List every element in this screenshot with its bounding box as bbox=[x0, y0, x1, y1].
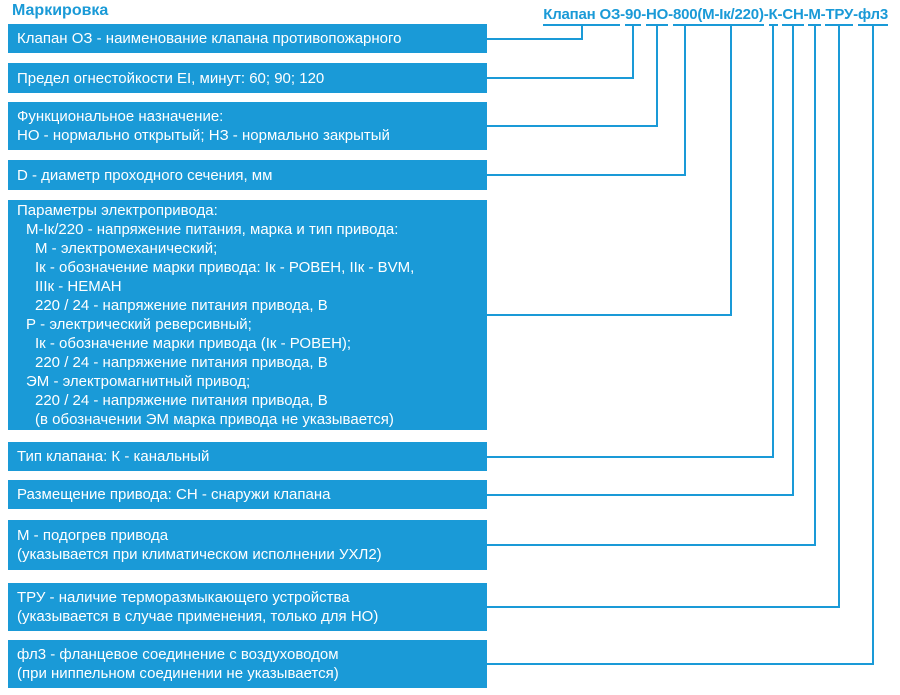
label-line: Iк - обозначение марки привода: Iк - РОВ… bbox=[35, 259, 415, 276]
label-line: IIIк - НЕМАН bbox=[35, 278, 122, 295]
label-box-valve-type: Тип клапана: К - канальный bbox=[8, 442, 487, 471]
formula-hyphen: - bbox=[620, 6, 625, 23]
label-box-actuator-parameters: Параметры электропривода: М-Iк/220 - нап… bbox=[8, 200, 487, 430]
formula-hyphen: - bbox=[803, 6, 809, 23]
formula-hyphen: - bbox=[853, 6, 858, 23]
label-line: Р - электрический реверсивный; bbox=[26, 316, 252, 333]
label-line: Iк - обозначение марки привода (Iк - РОВ… bbox=[35, 335, 352, 352]
label-line: 220 / 24 - напряжение питания привода, В bbox=[35, 354, 328, 371]
formula-segment-fire-rating: 90 bbox=[624, 6, 641, 26]
formula-hyphen: - bbox=[763, 6, 769, 23]
formula-segment-valve-type: К bbox=[768, 6, 778, 26]
label-line: ТРУ - наличие терморазмыкающего устройст… bbox=[17, 589, 350, 606]
label-line: М - электромеханический; bbox=[35, 240, 218, 257]
formula-hyphen: - bbox=[668, 6, 673, 23]
label-box-heating: М - подогрев привода (указывается при кл… bbox=[8, 520, 487, 570]
label-line: (в обозначении ЭМ марка привода не указы… bbox=[35, 411, 394, 428]
label-line: фл3 - фланцевое соединение с воздуховодо… bbox=[17, 646, 339, 663]
label-line: М-Iк/220 - напряжение питания, марка и т… bbox=[26, 221, 399, 238]
label-line: Параметры электропривода: bbox=[17, 202, 218, 219]
label-box-actuator-placement: Размещение привода: СН - снаружи клапана bbox=[8, 480, 487, 509]
label-line: Размещение привода: СН - снаружи клапана bbox=[17, 486, 331, 503]
formula-segment-flange: фл3 bbox=[857, 6, 888, 26]
formula-segment-tru: ТРУ bbox=[825, 6, 853, 26]
label-line: НО - нормально открытый; НЗ - нормально … bbox=[17, 127, 390, 144]
label-line: Функциональное назначение: bbox=[17, 108, 224, 125]
label-line: 220 / 24 - напряжение питания привода, В bbox=[35, 392, 328, 409]
formula-segment-function: НО bbox=[646, 6, 668, 26]
formula-segment-placement: СН bbox=[782, 6, 804, 26]
formula-segment-diameter: 800 bbox=[672, 6, 698, 26]
formula-segment-actuator: (М-Iк/220) bbox=[697, 6, 764, 26]
label-box-valve-name: Клапан ОЗ - наименование клапана противо… bbox=[8, 24, 487, 53]
formula-hyphen: - bbox=[820, 6, 826, 23]
page-title: Маркировка bbox=[12, 2, 109, 19]
formula-segment-valve-name: Клапан ОЗ bbox=[543, 6, 620, 26]
label-box-functional-purpose: Функциональное назначение: НО - нормальн… bbox=[8, 102, 487, 150]
label-line: М - подогрев привода bbox=[17, 527, 169, 544]
label-line: ЭМ - электромагнитный привод; bbox=[26, 373, 251, 390]
label-line: Тип клапана: К - канальный bbox=[17, 448, 210, 465]
label-box-thermal-release: ТРУ - наличие терморазмыкающего устройст… bbox=[8, 583, 487, 631]
label-line: (при ниппельном соединении не указываетс… bbox=[17, 665, 339, 682]
formula-hyphen: - bbox=[641, 6, 647, 23]
label-box-fire-resistance: Предел огнестойкости EI, минут: 60; 90; … bbox=[8, 63, 487, 93]
label-line: Клапан ОЗ - наименование клапана противо… bbox=[17, 30, 402, 47]
formula-segment-heating: М bbox=[808, 6, 821, 26]
label-line: (указывается при климатическом исполнени… bbox=[17, 546, 382, 563]
label-line: (указывается в случае применения, только… bbox=[17, 608, 379, 625]
label-line: Предел огнестойкости EI, минут: 60; 90; … bbox=[17, 69, 325, 87]
label-box-flange-connection: фл3 - фланцевое соединение с воздуховодо… bbox=[8, 640, 487, 688]
formula-hyphen: - bbox=[777, 6, 783, 23]
label-box-diameter: D - диаметр проходного сечения, мм bbox=[8, 160, 487, 190]
label-line: 220 / 24 - напряжение питания привода, В bbox=[35, 297, 328, 314]
marking-formula: Клапан ОЗ-90-НО-800(М-Iк/220)-К-СН-М-ТРУ… bbox=[543, 5, 888, 26]
label-line: D - диаметр проходного сечения, мм bbox=[17, 166, 273, 184]
